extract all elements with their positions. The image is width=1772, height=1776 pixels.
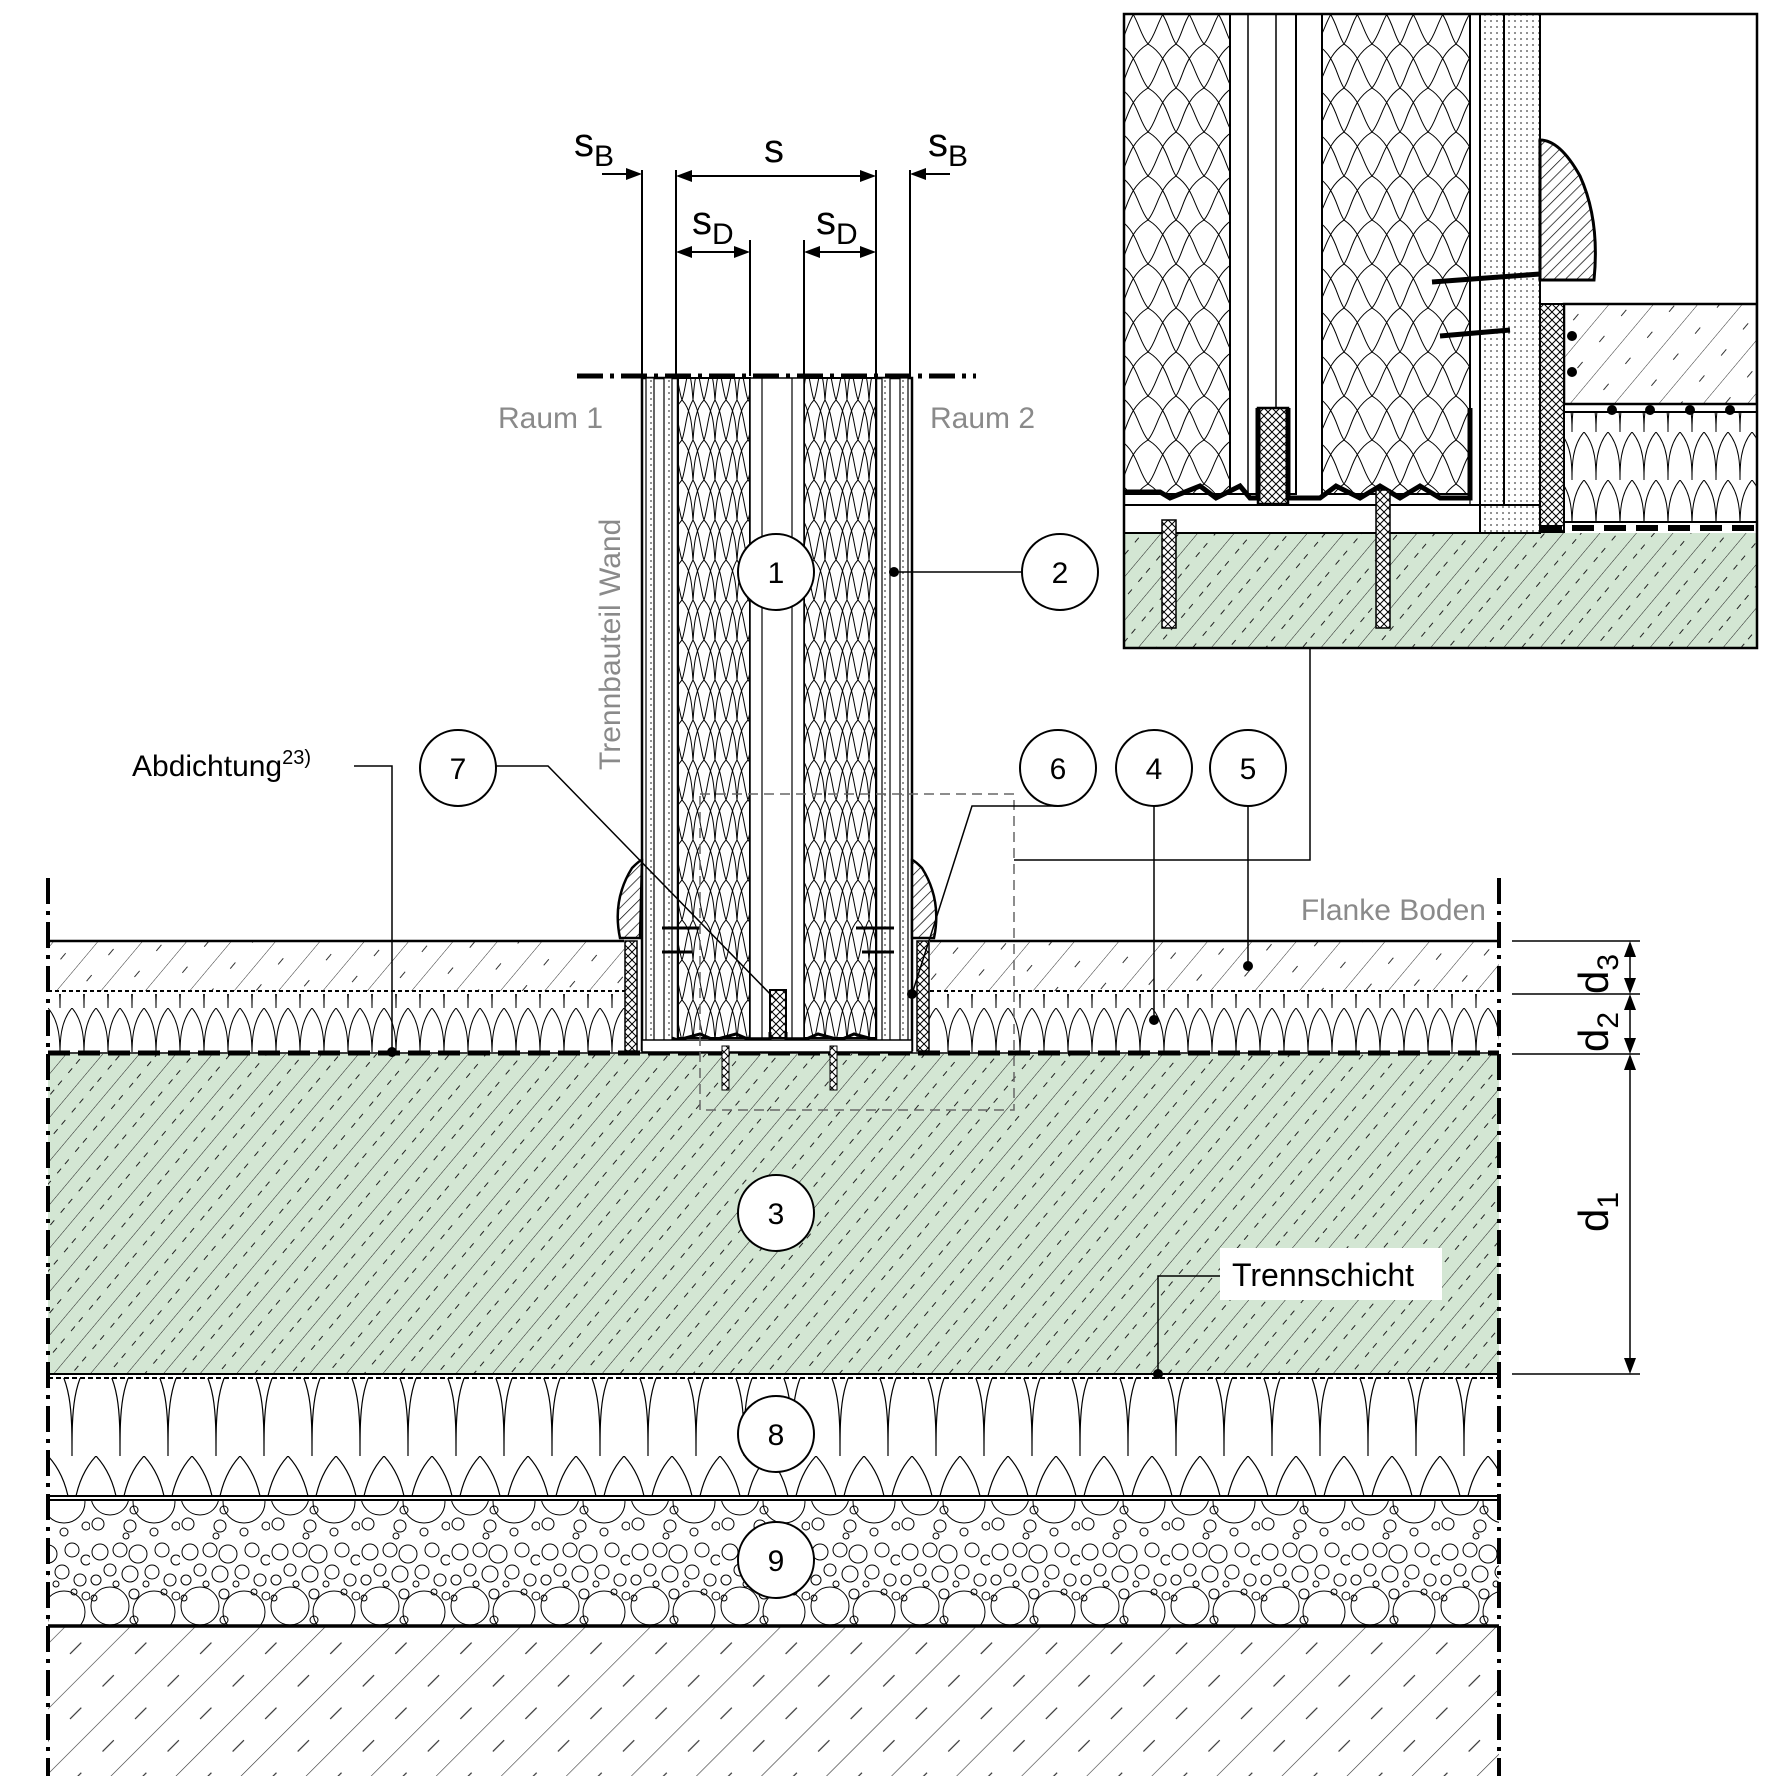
callout-1-label: 1 [768,557,785,590]
callout-9-label: 9 [768,1545,785,1578]
floor-layers [48,941,1499,1776]
dim-d1: d1 [1570,1192,1625,1232]
sealing-leader-dot [387,1047,397,1057]
top-dimension-lines [602,170,950,376]
dim-sb-left: sB [574,121,614,173]
callout-9: 9 [737,1521,815,1599]
separating-layer-label: Trennschicht [1232,1257,1414,1293]
callout-8-label: 8 [768,1419,785,1452]
dim-d3: d3 [1570,954,1625,994]
callout-7: 7 [419,729,497,807]
callout-3: 3 [737,1174,815,1252]
callout-2-label: 2 [1052,557,1069,590]
callout-4-label: 4 [1146,753,1163,786]
soil-layer [48,1626,1499,1776]
impact-insulation-left [48,994,633,1052]
callout-4: 4 [1115,729,1193,807]
detail-leader [1014,648,1311,861]
dim-s: s [764,127,784,171]
separating-wall-label: Trennbauteil Wand [594,519,627,770]
separating-layer-leader [1157,1275,1220,1374]
impact-insulation-right [923,994,1499,1052]
sealing-leader [354,765,393,1052]
callout-5: 5 [1209,729,1287,807]
callout-leaders [496,571,1249,1020]
break-lines [46,878,1501,1776]
room-1-label: Raum 1 [498,402,603,435]
screed-right [930,941,1499,991]
dim-sb-right: sB [928,121,968,173]
detail-region-frame [699,793,1015,1111]
screed-left [48,941,624,991]
callout-6: 6 [1019,729,1097,807]
callout-2: 2 [1021,533,1099,611]
separating-layer-dot [1153,1369,1163,1379]
sealing-label: Abdichtung23) [132,747,311,783]
floor-layer-lines [48,939,1499,1628]
partition-wall [577,373,976,1091]
dim-d2: d2 [1570,1012,1625,1052]
detail-inset [1122,12,1759,650]
callout-6-label: 6 [1050,753,1067,786]
right-dimension-lines [1512,940,1640,1375]
callout-5-label: 5 [1240,753,1257,786]
right-dimension-arrowheads [1624,941,1636,1374]
callout-3-label: 3 [768,1198,785,1231]
flank-floor-label: Flanke Boden [1301,894,1486,927]
dim-sd-right: sD [816,199,858,251]
dim-sd-left: sD [692,199,734,251]
separating-layer-label-bg [1220,1248,1442,1300]
callout-8: 8 [737,1395,815,1473]
callout-leader-dots [889,567,1253,1025]
dimension-arrowheads [626,168,926,258]
callout-7-label: 7 [450,753,467,786]
callout-1: 1 [737,533,815,611]
room-2-label: Raum 2 [930,402,1035,435]
